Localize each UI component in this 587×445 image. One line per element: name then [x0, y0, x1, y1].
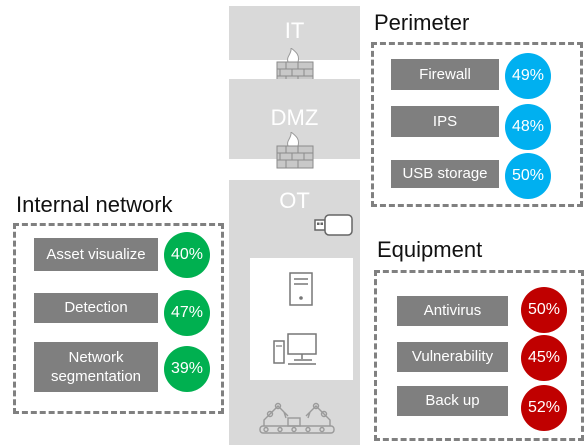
- equipment-item-label: Vulnerability: [397, 342, 508, 372]
- internal-item-label: Detection: [34, 293, 158, 323]
- zone-ot-label: OT: [279, 188, 310, 213]
- internal-item-value: 39%: [164, 346, 210, 392]
- equipment-item-label: Back up: [397, 386, 508, 416]
- robot-arm-icon: [256, 392, 338, 441]
- perimeter-item-value: 49%: [505, 53, 551, 99]
- equipment-item-value: 50%: [521, 287, 567, 333]
- perimeter-item-value: 48%: [505, 104, 551, 150]
- firewall-icon: [276, 46, 314, 91]
- internal-item-value: 40%: [164, 232, 210, 278]
- internal-item-label: Asset visualize: [34, 238, 158, 271]
- equipment-item-value: 52%: [521, 385, 567, 431]
- zone-it-label: IT: [284, 18, 305, 43]
- internal-item-label: Network segmentation: [34, 342, 158, 392]
- equipment-item-value: 45%: [521, 335, 567, 381]
- perimeter-group: [371, 42, 583, 207]
- internal-network-title: Internal network: [16, 192, 173, 217]
- usb-drive-icon: [314, 212, 354, 243]
- equipment-title: Equipment: [377, 237, 483, 262]
- firewall-icon: [276, 130, 314, 175]
- server-icon: [289, 272, 313, 311]
- workstation-icon: [272, 332, 320, 371]
- zone-dmz-label: DMZ: [270, 105, 319, 130]
- equipment-group: [374, 270, 584, 441]
- perimeter-item-value: 50%: [505, 153, 551, 199]
- perimeter-item-label: IPS: [391, 106, 499, 137]
- perimeter-item-label: USB storage: [391, 160, 499, 188]
- internal-item-value: 47%: [164, 290, 210, 336]
- perimeter-title: Perimeter: [374, 10, 470, 35]
- equipment-item-label: Antivirus: [397, 296, 508, 326]
- internal-network-group: [13, 223, 224, 414]
- perimeter-item-label: Firewall: [391, 59, 499, 90]
